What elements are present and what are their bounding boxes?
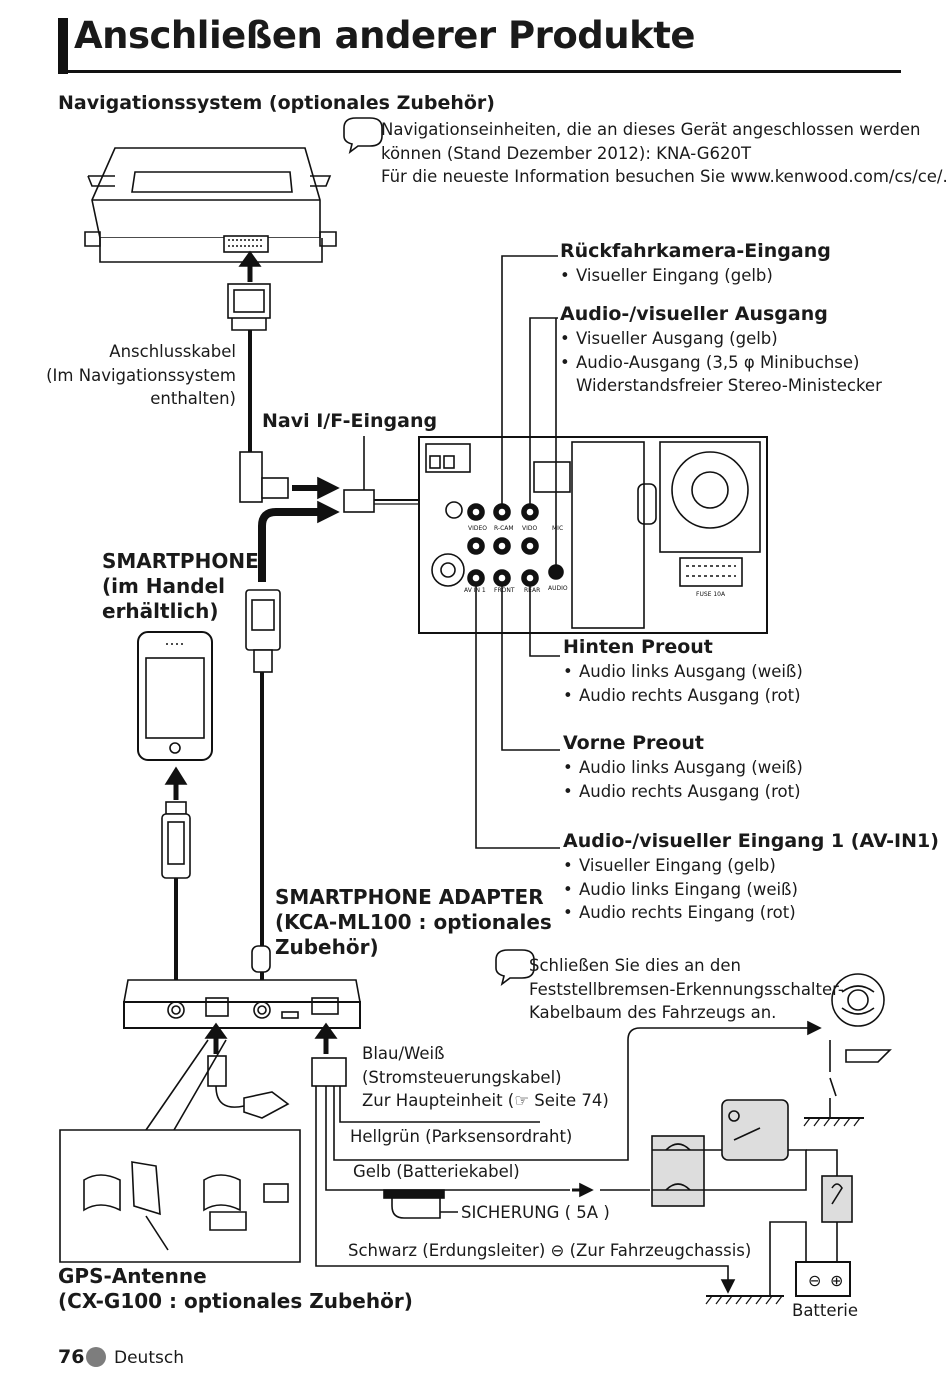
bullet-text: Audio links Ausgang (weiß) — [579, 758, 803, 777]
svg-text:FRONT: FRONT — [494, 587, 515, 594]
section-title: Navigationssystem (optionales Zubehör) — [58, 92, 495, 114]
blue-white-wire-label: Blau/Weiß (Stromsteuerungskabel) Zur Hau… — [362, 1042, 609, 1113]
brake-note-line: Feststellbremsen-Erkennungsschalter- — [529, 979, 844, 999]
adapter-label-line: SMARTPHONE ADAPTER — [275, 885, 544, 909]
svg-text:R-CAM: R-CAM — [494, 525, 514, 532]
bullet-text: Visueller Eingang (gelb) — [579, 856, 776, 875]
cable-label: Anschlusskabel (Im Navigationssystem ent… — [40, 340, 236, 411]
wire-label-line: Zur Haupteinheit (☞ Seite 74) — [362, 1091, 609, 1110]
smartphone-label-line: (im Handel — [102, 574, 226, 598]
rear-camera-block: Rückfahrkamera-Eingang •Visueller Eingan… — [560, 240, 831, 288]
front-preout-title: Vorne Preout — [563, 732, 704, 754]
rear-preout-block: Hinten Preout •Audio links Ausgang (weiß… — [563, 636, 803, 707]
av-in1-item: •Visueller Eingang (gelb) — [563, 856, 776, 875]
head-unit-rear-panel — [418, 436, 768, 634]
gps-label: GPS-Antenne (CX-G100 : optionales Zubehö… — [58, 1264, 413, 1314]
av-in1-item: •Audio rechts Eingang (rot) — [563, 903, 796, 922]
nav-note-line: Navigationseinheiten, die an dieses Gerä… — [381, 120, 921, 139]
bullet-text: Audio-Ausgang (3,5 φ Minibuchse) — [576, 352, 860, 372]
svg-text:MIC: MIC — [552, 525, 563, 532]
svg-text:VIDEO: VIDEO — [468, 525, 487, 532]
bullet-text: Visueller Ausgang (gelb) — [576, 329, 778, 348]
front-preout-block: Vorne Preout •Audio links Ausgang (weiß)… — [563, 732, 803, 803]
av-output-block: Audio-/visueller Ausgang •Visueller Ausg… — [560, 303, 882, 398]
av-in1-title: Audio-/visueller Eingang 1 (AV-IN1) — [563, 830, 939, 852]
wire-label-line: (Stromsteuerungskabel) — [362, 1067, 562, 1087]
smartphone-device — [137, 631, 213, 761]
svg-text:⊕: ⊕ — [830, 1271, 843, 1290]
title-bar-accent — [58, 18, 68, 74]
bullet-text: Audio rechts Eingang (rot) — [579, 903, 796, 922]
rear-preout-title: Hinten Preout — [563, 636, 713, 658]
rear-preout-item: •Audio rechts Ausgang (rot) — [563, 685, 801, 705]
brake-note-line: Kabelbaum des Fahrzeugs an. — [529, 1003, 777, 1022]
page-number-dot — [86, 1347, 106, 1367]
page-number: 76 — [58, 1346, 85, 1368]
navigation-unit — [84, 147, 337, 263]
svg-text:FUSE 10A: FUSE 10A — [696, 591, 726, 598]
rear-preout-item: •Audio links Ausgang (weiß) — [563, 662, 803, 681]
av-output-item: •Audio-Ausgang (3,5 φ Minibuchse) — [560, 352, 860, 372]
brake-note: Schließen Sie dies an den Feststellbrems… — [529, 954, 844, 1025]
bullet-text: Visueller Eingang (gelb) — [576, 266, 773, 285]
av-in1-item: •Audio links Eingang (weiß) — [563, 879, 798, 899]
svg-text:REAR: REAR — [524, 587, 540, 594]
av-in1-block: Audio-/visueller Eingang 1 (AV-IN1) •Vis… — [563, 830, 939, 925]
smartphone-label-line: SMARTPHONE — [102, 549, 259, 573]
battery-label: Batterie — [792, 1301, 859, 1320]
language-label: Deutsch — [114, 1348, 184, 1368]
cable-label-line: enthalten) — [150, 389, 236, 408]
svg-text:⊖: ⊖ — [808, 1271, 821, 1290]
cable-label-line: Anschlusskabel — [109, 342, 236, 361]
adapter-label-line: (KCA-ML100 : optionales — [275, 910, 552, 934]
wire-label-line: Blau/Weiß — [362, 1044, 445, 1063]
bullet-text: Audio rechts Ausgang (rot) — [579, 781, 801, 801]
front-preout-item: •Audio links Ausgang (weiß) — [563, 758, 803, 777]
bullet-text: Audio links Ausgang (weiß) — [579, 662, 803, 681]
svg-text:AV IN 1: AV IN 1 — [464, 587, 486, 594]
title-rule — [58, 70, 901, 73]
rear-camera-item: •Visueller Eingang (gelb) — [560, 266, 773, 285]
svg-text:AUDIO: AUDIO — [548, 585, 568, 592]
gps-label-line: (CX-G100 : optionales Zubehör) — [58, 1289, 413, 1313]
av-output-item: •Visueller Ausgang (gelb) — [560, 329, 778, 348]
front-preout-item: •Audio rechts Ausgang (rot) — [563, 781, 801, 801]
cable-label-line: (Im Navigationssystem — [46, 365, 236, 385]
adapter-label: SMARTPHONE ADAPTER (KCA-ML100 : optional… — [275, 885, 552, 960]
nav-note-line: Für die neueste Information besuchen Sie… — [381, 167, 948, 186]
smartphone-label: SMARTPHONE (im Handel erhältlich) — [102, 549, 259, 624]
rear-camera-title: Rückfahrkamera-Eingang — [560, 240, 831, 262]
svg-text:VIDO: VIDO — [522, 525, 537, 532]
bullet-text: Audio links Eingang (weiß) — [579, 879, 798, 899]
nav-note: Navigationseinheiten, die an dieses Gerä… — [381, 118, 948, 189]
av-output-title: Audio-/visueller Ausgang — [560, 303, 828, 325]
nav-note-line: können (Stand Dezember 2012): KNA-G620T — [381, 143, 752, 163]
page-title: Anschließen anderer Produkte — [74, 14, 696, 57]
black-wire-label: Schwarz (Erdungsleiter) ⊖ (Zur Fahrzeugc… — [348, 1241, 752, 1260]
light-green-wire-label: Hellgrün (Parksensordraht) — [350, 1127, 573, 1146]
yellow-wire-label: Gelb (Batteriekabel) — [353, 1162, 520, 1181]
av-output-extra: Widerstandsfreier Stereo-Ministecker — [576, 376, 882, 395]
bullet-text: Audio rechts Ausgang (rot) — [579, 685, 801, 705]
fuse-label: SICHERUNG ( 5A ) — [461, 1203, 610, 1222]
navi-input-label: Navi I/F-Eingang — [262, 410, 438, 432]
adapter-label-line: Zubehör) — [275, 935, 379, 959]
smartphone-label-line: erhältlich) — [102, 599, 219, 623]
gps-label-line: GPS-Antenne — [58, 1264, 207, 1288]
smartphone-adapter-box — [123, 979, 361, 1029]
brake-note-line: Schließen Sie dies an den — [529, 956, 741, 975]
